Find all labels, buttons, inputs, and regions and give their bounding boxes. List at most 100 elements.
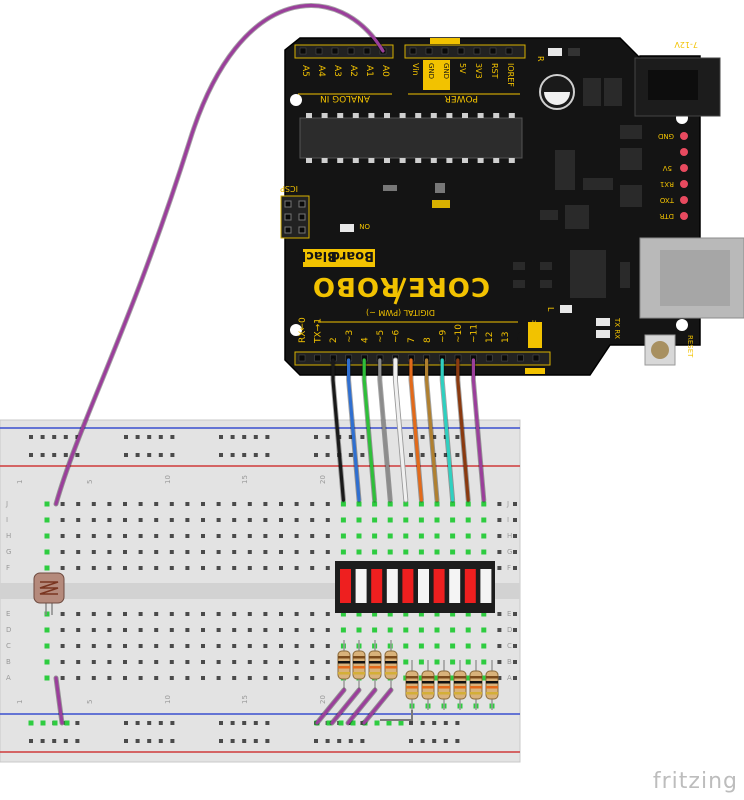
led-segment xyxy=(449,569,461,603)
rail-hole xyxy=(230,721,235,725)
breadboard-hole xyxy=(107,660,112,664)
connected-hole xyxy=(450,533,456,539)
breadboard-hole xyxy=(513,644,517,648)
chip-leg xyxy=(352,113,359,118)
resistor-body xyxy=(368,650,382,680)
chip-leg xyxy=(337,113,344,118)
voltage-label: 7-12V xyxy=(674,40,698,49)
connected-hole xyxy=(465,659,471,665)
rail-hole xyxy=(219,721,223,725)
led-segment xyxy=(464,569,476,603)
breadboard-hole xyxy=(247,518,252,522)
breadboard-hole xyxy=(513,676,517,680)
side-pin-5v: 5V xyxy=(663,164,672,172)
photoresistor xyxy=(33,572,65,615)
rail-hole xyxy=(253,739,258,743)
breadboard-hole xyxy=(91,660,96,664)
breadboard-hole xyxy=(279,518,283,522)
breadboard-hole xyxy=(247,502,252,506)
resistor-band xyxy=(385,656,397,659)
breadboard-hole xyxy=(263,628,268,632)
brand-robo: ROBO xyxy=(312,271,400,301)
breadboard-hole xyxy=(60,518,65,522)
breadboard-hole xyxy=(216,612,221,616)
breadboard-hole xyxy=(60,660,65,664)
digital-header-label: DIGITAL (PWM ~) xyxy=(366,308,435,317)
breadboard-hole xyxy=(263,502,268,506)
digital-pin-label: ~10 xyxy=(454,324,464,343)
led-bar-graph xyxy=(335,561,495,613)
resistor-band xyxy=(470,676,482,679)
digital-pin-label: TX→1 xyxy=(314,318,324,344)
chip-leg xyxy=(430,113,437,118)
side-pin-dot xyxy=(680,164,688,172)
breadboard-hole xyxy=(185,534,190,538)
connected-hole xyxy=(450,627,456,633)
rail-hole xyxy=(75,435,80,439)
breadboard-hole xyxy=(263,566,268,570)
connected-hole xyxy=(403,501,409,507)
connected-hole xyxy=(434,549,440,555)
brand-core: CORE xyxy=(407,271,490,301)
wire-d9 xyxy=(440,358,455,502)
rail-hole xyxy=(52,435,57,439)
rail-hole xyxy=(253,453,258,457)
wire-d5 xyxy=(378,358,392,502)
connected-hole xyxy=(418,501,424,507)
rail-hole xyxy=(230,435,235,439)
breadboard-hole xyxy=(310,612,315,616)
rail-hole xyxy=(124,435,128,439)
wire-d7 xyxy=(409,358,423,502)
breadboard-hole xyxy=(232,502,237,506)
resistor-band xyxy=(369,656,381,659)
rail-hole xyxy=(432,739,437,743)
column-number-1: 1 xyxy=(16,480,24,484)
power-pin-socket xyxy=(489,47,497,55)
breadboard-hole xyxy=(216,660,221,664)
breadboard-hole xyxy=(513,628,517,632)
digital-pin-label: AREF xyxy=(532,320,542,343)
row-letter-h: H xyxy=(6,532,11,540)
rail-hole xyxy=(348,739,353,743)
resistor-band xyxy=(486,692,498,695)
brand-board: Board xyxy=(331,248,374,263)
digital-pin-label: GND xyxy=(516,322,526,343)
breadboard-hole xyxy=(154,534,159,538)
chip-leg xyxy=(446,158,453,163)
resistor-band xyxy=(406,692,418,695)
resistor-band xyxy=(385,672,397,675)
breadboard-hole xyxy=(513,518,517,522)
column-number-15-bottom: 15 xyxy=(241,695,249,704)
breadboard-hole xyxy=(91,566,96,570)
connected-hole xyxy=(340,517,346,523)
column-number-10-bottom: 10 xyxy=(164,695,172,704)
breadboard-hole xyxy=(279,502,283,506)
icsp-pin xyxy=(298,200,306,208)
led-segment xyxy=(355,569,367,603)
breadboard-hole xyxy=(263,612,268,616)
connected-hole xyxy=(387,517,393,523)
resistor-band xyxy=(486,676,498,679)
connected-hole xyxy=(340,611,346,617)
breadboard-hole xyxy=(201,660,205,664)
breadboard-hole xyxy=(91,534,96,538)
power-pin-rst: RST xyxy=(490,63,499,79)
connected-hole xyxy=(418,627,424,633)
digital-pin-label: 12 xyxy=(485,332,495,343)
chip-leg xyxy=(493,158,500,163)
chip-leg xyxy=(462,113,468,118)
rail-hole xyxy=(325,453,330,457)
breadboard-hole xyxy=(60,566,65,570)
chip-leg xyxy=(508,113,515,118)
chip-leg xyxy=(321,113,328,118)
row-letter-g-right: G xyxy=(507,548,512,556)
resistor-band xyxy=(470,692,482,695)
resistor-band xyxy=(338,661,350,664)
chip-leg xyxy=(399,158,406,163)
resistor-band xyxy=(486,681,498,684)
digital-pin-label: ~5 xyxy=(376,330,386,343)
breadboard-hole xyxy=(232,628,237,632)
resistor-band xyxy=(422,692,434,695)
connected-hole xyxy=(44,643,50,649)
connected-hole xyxy=(387,549,393,555)
